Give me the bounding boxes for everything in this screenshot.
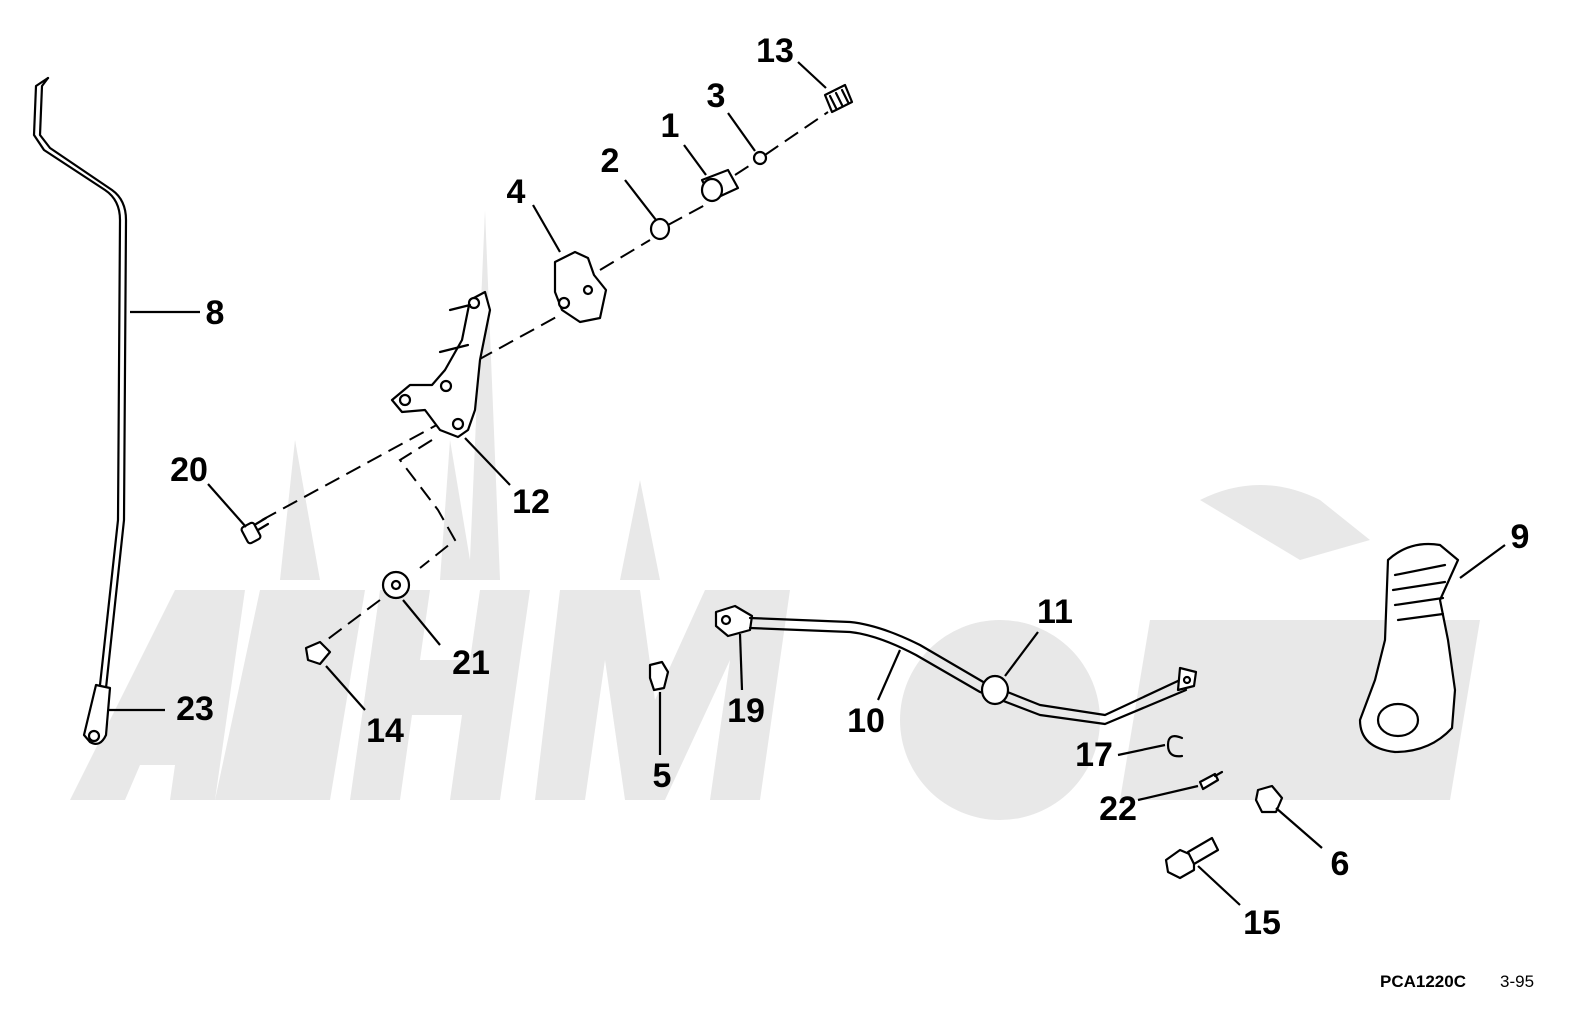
callout-22: 22 xyxy=(1099,790,1137,828)
washer-part-21 xyxy=(381,570,411,600)
callout-1: 1 xyxy=(661,107,680,145)
callout-3: 3 xyxy=(707,77,726,115)
callout-8: 8 xyxy=(206,294,225,332)
callout-14: 14 xyxy=(366,712,404,750)
grommet-part-11 xyxy=(980,674,1010,706)
rod-end-part-23 xyxy=(82,683,112,745)
cam-part-4 xyxy=(553,250,608,324)
callout-9: 9 xyxy=(1511,518,1530,556)
nut-part-6 xyxy=(1254,784,1284,814)
callout-11: 11 xyxy=(1037,593,1073,631)
callout-21: 21 xyxy=(452,644,490,682)
assembly-axis-lines xyxy=(261,111,829,646)
bolt-part-14 xyxy=(304,640,332,666)
callout-4: 4 xyxy=(507,173,526,211)
callout-13: 13 xyxy=(756,32,794,70)
bushing-part-1 xyxy=(700,168,740,203)
clip-part-5 xyxy=(648,660,670,692)
callout-2: 2 xyxy=(601,142,620,180)
callout-19: 19 xyxy=(727,692,765,730)
bolt-part-15 xyxy=(1164,836,1220,880)
callout-6: 6 xyxy=(1331,845,1350,883)
washer-part-3 xyxy=(752,150,768,166)
rod-part-8 xyxy=(32,76,128,690)
handle-part-9 xyxy=(1358,542,1460,754)
pin-part-22 xyxy=(1198,770,1224,791)
watermark-logo xyxy=(70,210,1480,820)
callout-10: 10 xyxy=(847,702,885,740)
e-clip-part-17 xyxy=(1166,735,1184,758)
diagram-code: PCA1220C xyxy=(1380,972,1466,991)
callout-20: 20 xyxy=(170,451,208,489)
callout-12: 12 xyxy=(512,483,550,521)
screw-part-20 xyxy=(240,516,270,545)
diagram-date: 3-95 xyxy=(1500,972,1535,991)
leader-lines xyxy=(108,61,1506,906)
callout-23: 23 xyxy=(176,690,214,728)
callout-5: 5 xyxy=(653,757,672,795)
spring-part-13 xyxy=(823,83,854,114)
callout-labels: 1 2 3 4 5 6 8 9 10 11 12 13 14 15 17 19 … xyxy=(170,32,1529,942)
bracket-part-12 xyxy=(390,290,492,439)
callout-15: 15 xyxy=(1243,904,1281,942)
callout-17: 17 xyxy=(1075,736,1113,774)
ring-part-2 xyxy=(649,217,671,241)
